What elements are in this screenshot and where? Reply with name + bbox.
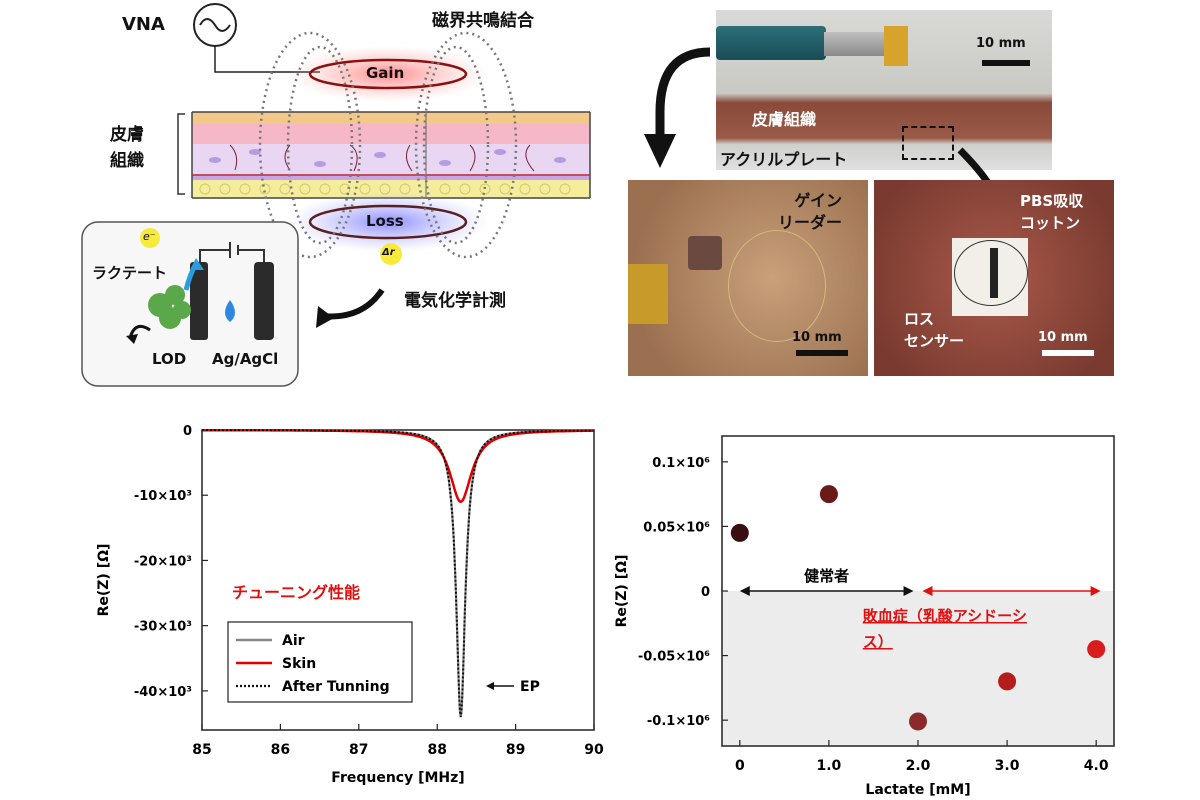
gain-label: Gain — [366, 64, 405, 82]
skin-label: 皮膚 組織 — [110, 122, 144, 174]
top-scale-text: 10 mm — [976, 36, 1026, 51]
sepsis-label-line1: 敗血症（乳酸アシドーシ — [863, 607, 1027, 625]
tuning-annotation: チューニング性能 — [232, 583, 360, 602]
sepsis-arrow-left — [922, 586, 933, 596]
frequency-response-chart: 85 86 87 88 89 90 0 -10×10³ -20×10³ -30×10³ -40×10… — [96, 424, 604, 786]
delta-r-label: Δr — [382, 247, 395, 258]
loss-sensor-line1: ロス — [904, 310, 935, 328]
lactate-label: ラクテート — [92, 264, 168, 282]
legend-label: After Tunning — [282, 679, 390, 695]
data-point — [730, 523, 749, 542]
loss-chip — [990, 248, 998, 298]
cable — [716, 26, 826, 60]
data-point — [998, 672, 1017, 691]
ep-label: EP — [520, 679, 540, 695]
loss-label: Loss — [366, 212, 404, 230]
y-tick-label: -20×10³ — [134, 554, 192, 569]
y-tick-label: -30×10³ — [134, 620, 192, 635]
y-tick-label: -0.05×10⁶ — [638, 650, 710, 665]
gain-coil — [308, 58, 468, 90]
x-tick-label: 85 — [192, 742, 211, 758]
skin-label-line1: 皮膚 — [110, 125, 144, 145]
data-point — [819, 485, 838, 504]
diagram-graphics — [81, 3, 591, 387]
series-line-after-tunning — [202, 429, 594, 718]
gain-coil-body — [688, 236, 722, 270]
data-point — [1087, 640, 1106, 659]
system-diagram: VNA 磁界共鳴結合 Gain Loss Δr 皮膚 組織 e⁻ ラクテート L… — [0, 0, 600, 400]
pbs-line2: コットン — [1020, 214, 1081, 232]
gain-gold-mount — [628, 264, 668, 324]
healthy-label: 健常者 — [804, 567, 849, 585]
gain-reader-line1: ゲイン — [794, 191, 843, 210]
delta-r-icon — [380, 243, 402, 265]
sepsis-label-line2: ス） — [863, 633, 893, 651]
lod-label: LOD — [152, 350, 187, 368]
gain-reader-line2: リーダー — [778, 213, 843, 232]
y-tick-label: 0.1×10⁶ — [652, 456, 710, 471]
connector — [824, 32, 884, 56]
legend-label: Air — [282, 633, 305, 649]
acrylic-plate-text: アクリルプレート — [720, 150, 848, 169]
x-tick-label: 90 — [584, 742, 604, 758]
left-scale-bar — [796, 350, 848, 356]
gain-wire — [728, 230, 826, 342]
loss-sensor-photo: PBS吸収 コットン ロス センサー 10 mm — [874, 180, 1114, 376]
agcl-label: Ag/AgCl — [212, 350, 279, 368]
x-tick-label: 4.0 — [1084, 758, 1109, 774]
y-tick-label: -10×10³ — [134, 489, 192, 504]
loss-sensor-line2: センサー — [904, 332, 965, 350]
y-tick-label: -0.1×10⁶ — [647, 714, 710, 729]
x-tick-label: 89 — [506, 742, 525, 758]
gold-connector — [884, 26, 908, 66]
pbs-line1: PBS吸収 — [1020, 192, 1084, 210]
right-scale-text: 10 mm — [1038, 330, 1088, 345]
ep-arrowhead — [486, 682, 494, 690]
coupling-label: 磁界共鳴結合 — [432, 11, 534, 31]
x-tick-label: 1.0 — [817, 758, 842, 774]
y-axis-label: Re(Z) [Ω] — [614, 555, 630, 628]
electrochem-label: 電気化学計測 — [404, 291, 506, 311]
electron-label: e⁻ — [143, 230, 156, 243]
photo-panel: 10 mm 皮膚組織 アクリルプレート ゲイン リーダー 10 mm PBS吸収… — [600, 0, 1200, 400]
x-tick-label: 2.0 — [906, 758, 931, 774]
loss-coil-photo — [954, 240, 1028, 306]
y-axis-label: Re(Z) [Ω] — [96, 544, 112, 617]
loss-sensor-text: ロス センサー — [904, 308, 964, 352]
gain-reader-text: ゲイン リーダー — [778, 190, 842, 234]
x-axis-label: Lactate [mM] — [865, 782, 970, 798]
x-tick-label: 86 — [271, 742, 290, 758]
pbs-text: PBS吸収 コットン — [1020, 190, 1083, 234]
y-tick-label: -40×10³ — [134, 685, 192, 700]
zoom-box — [902, 126, 954, 160]
left-scale-text: 10 mm — [792, 330, 842, 345]
right-scale-bar — [1042, 350, 1094, 356]
legend-label: Skin — [282, 656, 316, 672]
loss-coil — [308, 204, 468, 240]
healthy-arrow-left — [739, 586, 750, 596]
x-tick-label: 3.0 — [995, 758, 1020, 774]
x-axis-label: Frequency [MHz] — [331, 770, 464, 786]
vna-label: VNA — [122, 14, 165, 35]
x-tick-label: 0 — [735, 758, 745, 774]
skin-tissue-text: 皮膚組織 — [752, 110, 817, 129]
y-tick-label: 0.05×10⁶ — [643, 520, 710, 535]
healthy-arrow-right — [903, 586, 914, 596]
top-photo: 10 mm 皮膚組織 アクリルプレート — [716, 10, 1052, 170]
y-tick-label: 0 — [183, 424, 192, 439]
gain-reader-photo: ゲイン リーダー 10 mm — [628, 180, 868, 376]
y-tick-label: 0 — [701, 585, 710, 600]
electron-icon — [140, 228, 160, 248]
x-tick-label: 87 — [349, 742, 368, 758]
sepsis-arrow-right — [1090, 586, 1101, 596]
x-tick-label: 88 — [427, 742, 446, 758]
lactate-scatter-chart: 0 1.0 2.0 3.0 4.0 0.1×10⁶ 0.05×10⁶ 0 -0.05×10⁶ -0… — [614, 435, 1115, 798]
data-point — [909, 712, 927, 731]
skin-label-line2: 組織 — [110, 151, 144, 171]
top-scale-bar — [982, 60, 1030, 66]
